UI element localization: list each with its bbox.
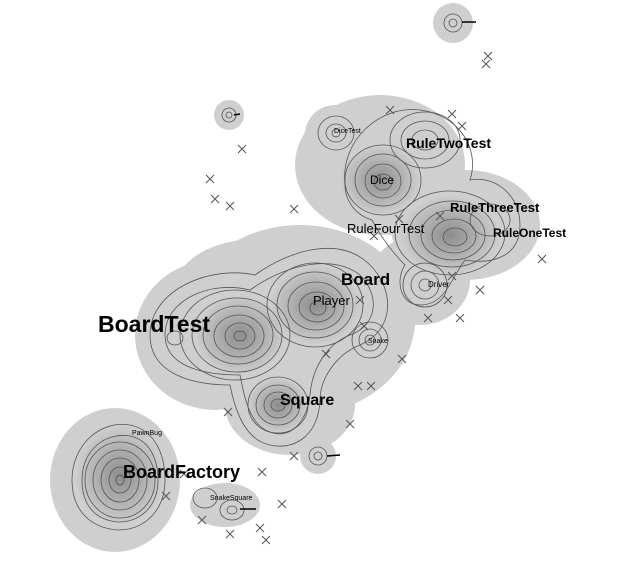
- density-cores: [75, 145, 500, 525]
- label-dicetest: DiceTest: [334, 128, 361, 135]
- label-snakesquare: SnakeSquare: [210, 495, 253, 502]
- label-dice: Dice: [370, 173, 394, 187]
- node-labels: BoardTest BoardFactory Square Board Play…: [98, 128, 566, 502]
- point-markers: [161, 51, 547, 545]
- label-ruletwotest: RuleTwoTest: [406, 135, 491, 151]
- label-boardtest: BoardTest: [98, 311, 210, 337]
- label-snake: Snake: [368, 338, 388, 345]
- peak-ticks: [233, 21, 476, 510]
- label-rulethreetest: RuleThreeTest: [450, 200, 540, 215]
- label-board: Board: [341, 270, 390, 289]
- label-ruleonetest: RuleOneTest: [493, 226, 566, 240]
- label-boardfactory: BoardFactory: [123, 462, 240, 482]
- label-driver: Driver: [428, 280, 450, 289]
- label-player: Player: [313, 293, 351, 308]
- contour-lines: [71, 13, 521, 531]
- label-pawnbug: PawnBug: [132, 430, 162, 437]
- label-square: Square: [280, 392, 334, 409]
- label-rulefourtest: RuleFourTest: [347, 221, 425, 236]
